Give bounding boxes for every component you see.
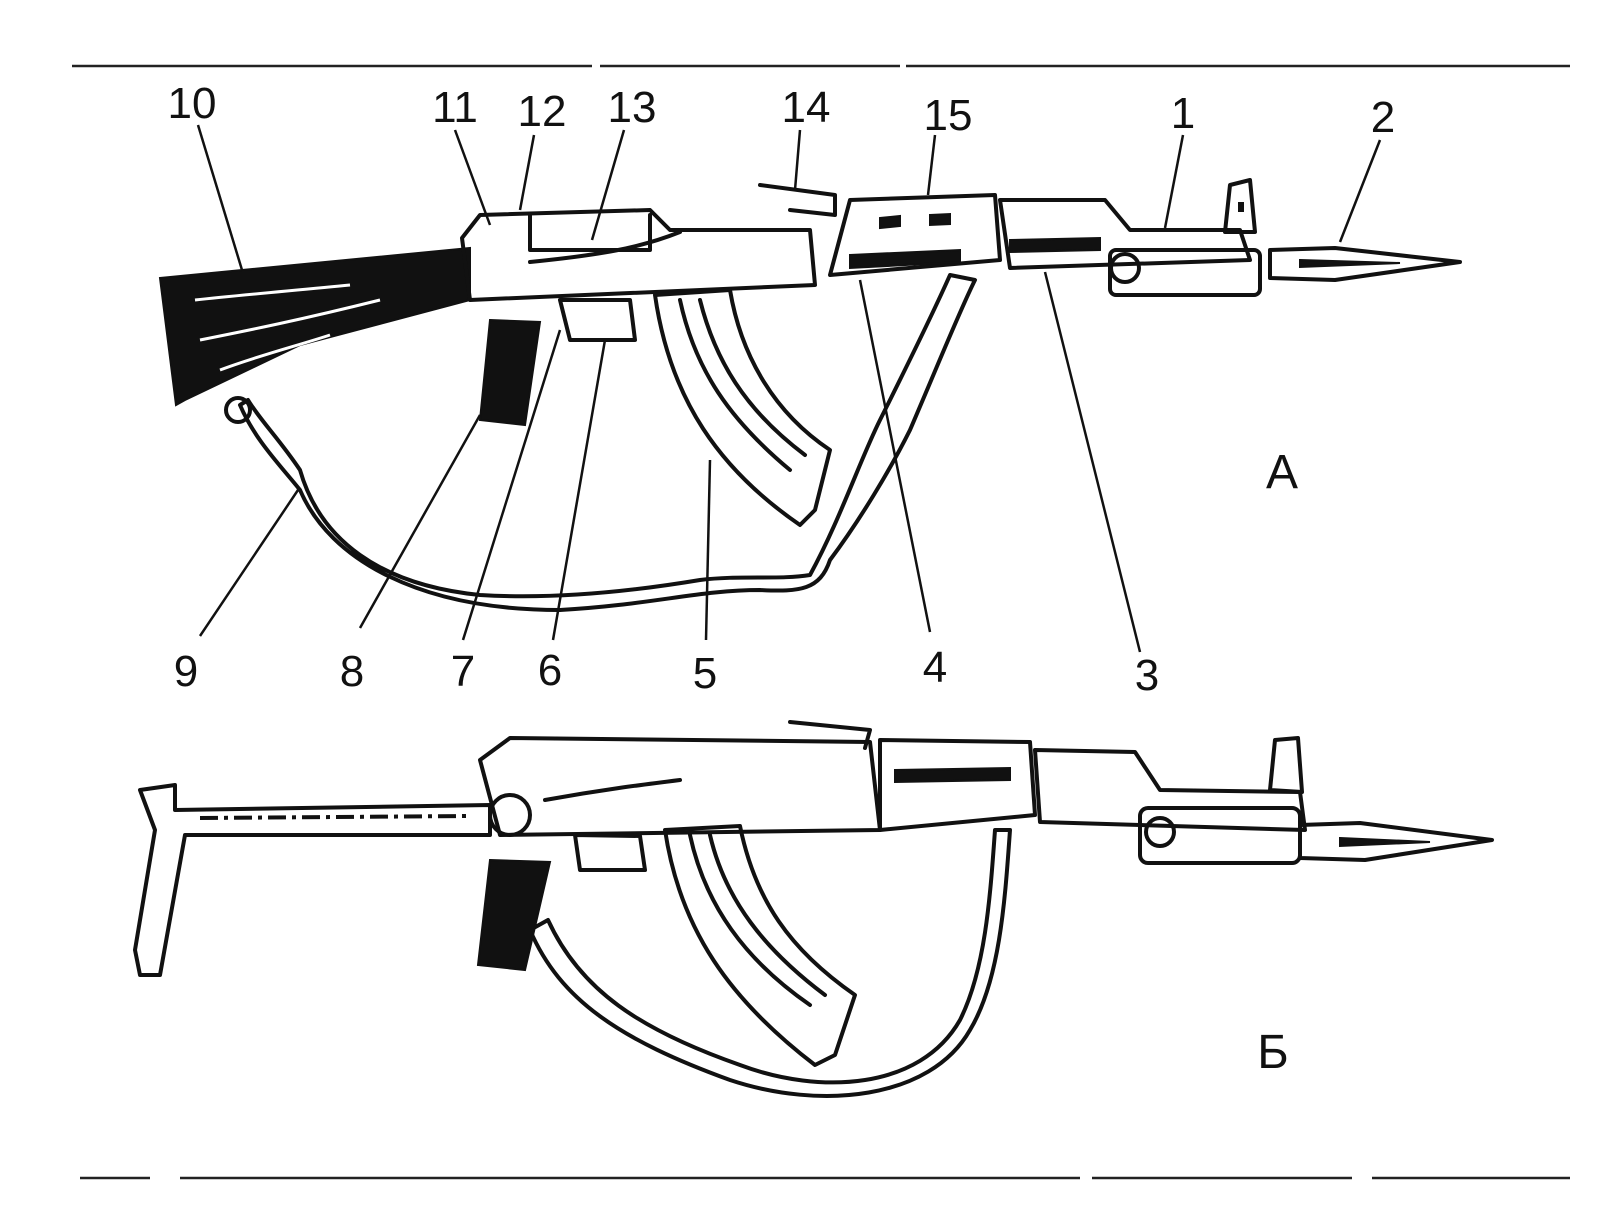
receiver-a: [460, 208, 817, 302]
rear-sight-a: [758, 183, 837, 217]
gas-tube-a: [828, 193, 1002, 277]
callout-9: 9: [174, 647, 198, 696]
sling-a: [238, 273, 977, 612]
magazine-b: [663, 824, 857, 1067]
front-sight-a: [1223, 178, 1257, 234]
buttstock-a: [158, 246, 471, 407]
variant-label-b: Б: [1257, 1026, 1289, 1079]
receiver-b: [478, 736, 882, 837]
callout-14: 14: [782, 83, 831, 132]
pistol-grip-b: [476, 858, 552, 972]
callout-4: 4: [923, 643, 947, 692]
callout-2: 2: [1371, 93, 1395, 142]
callout-5: 5: [693, 649, 717, 698]
barrel-b: [1033, 748, 1307, 832]
leader-lines-a: [196, 124, 1382, 653]
callout-labels: 1 2 3 4 5 6 7 8 9 10 11 12 13 14 15: [168, 79, 1396, 700]
callout-12: 12: [518, 87, 567, 136]
callout-7: 7: [451, 647, 475, 696]
callout-15: 15: [924, 91, 973, 140]
callout-1: 1: [1171, 89, 1195, 138]
rear-sight-b: [788, 720, 872, 750]
magazine-a: [653, 288, 832, 527]
pistol-grip-a: [478, 318, 542, 427]
folding-stock-b: [133, 783, 492, 977]
rifle-b-drawing: [133, 720, 1494, 1098]
trigger-guard-a: [558, 298, 637, 342]
callout-8: 8: [340, 647, 364, 696]
callout-11: 11: [432, 83, 478, 132]
rear-sling-swivel-a: [224, 396, 252, 424]
trigger-guard-b: [573, 833, 647, 872]
callout-10: 10: [168, 79, 217, 128]
front-sight-b: [1268, 736, 1304, 794]
variant-label-a: А: [1266, 446, 1298, 499]
barrel-a: [998, 198, 1252, 270]
callout-13: 13: [608, 83, 657, 132]
sling-b: [528, 828, 1012, 1098]
callout-3: 3: [1135, 651, 1159, 700]
bayonet-a: [1268, 246, 1462, 282]
gas-tube-b: [878, 738, 1037, 832]
rifle-a-drawing: [158, 178, 1462, 612]
callout-6: 6: [538, 646, 562, 695]
